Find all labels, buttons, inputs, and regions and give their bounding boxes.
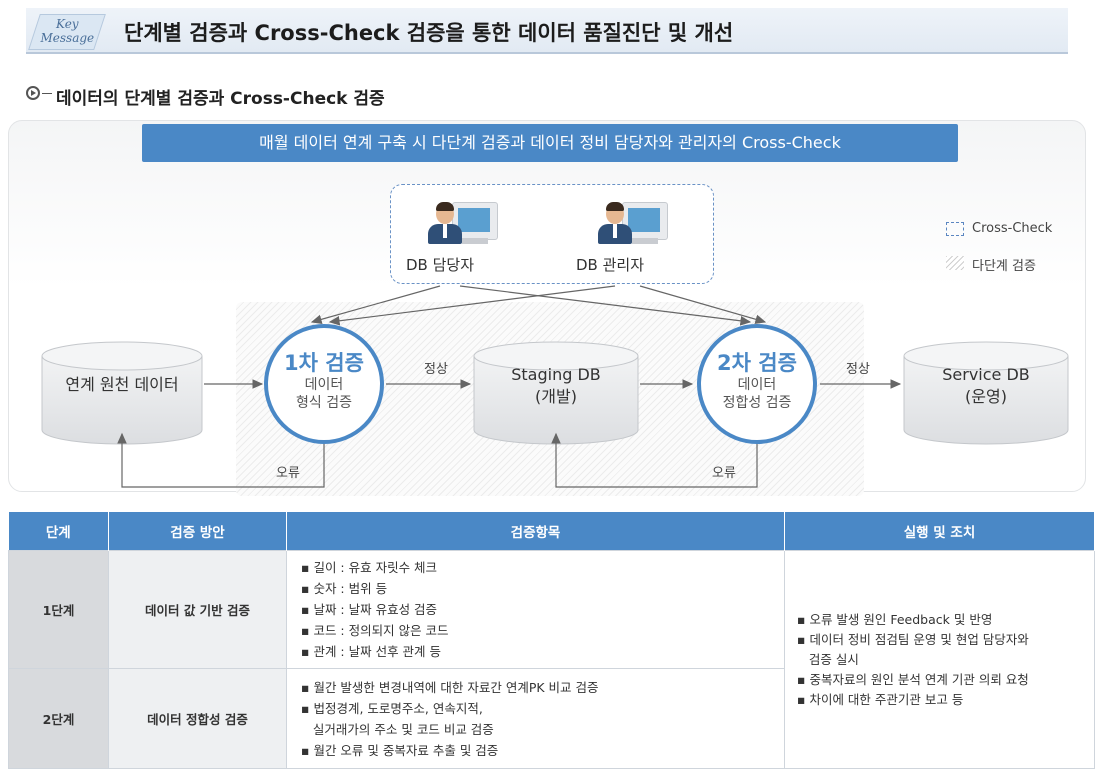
- staging-db-label: Staging DB: [511, 365, 601, 384]
- play-circle-icon: [26, 86, 40, 100]
- source-data-label: 연계 원천 데이터: [65, 375, 179, 394]
- first-check-line1: 데이터: [304, 377, 344, 393]
- header-step: 단계: [8, 512, 109, 551]
- legend-cross-check-label: Cross-Check: [972, 221, 1053, 236]
- items-cell: ▪ 월간 발생한 변경내역에 대한 자료간 연계PK 비교 검증 ▪ 법정경계,…: [286, 668, 785, 769]
- db-staff-icon: [428, 198, 504, 248]
- bullet-divider: [42, 93, 52, 94]
- key-label: Key: [56, 17, 79, 31]
- header-items: 검증항목: [286, 512, 785, 551]
- verification-table: 단계 검증 방안 검증항목 실행 및 조치 1단계 데이터 값 기반 검증 ▪ …: [8, 512, 1095, 769]
- list-item: ▪ 월간 오류 및 중복자료 추출 및 검증: [301, 742, 499, 758]
- list-item: 실거래가의 주소 및 코드 비교 검증: [301, 721, 494, 737]
- service-db-label: Service DB: [942, 365, 1030, 384]
- second-check-line1: 데이터: [737, 377, 777, 393]
- staging-db-sublabel: (개발): [535, 387, 577, 406]
- normal-label-2: 정상: [846, 362, 870, 377]
- legend-multi-step-label: 다단계 검증: [972, 259, 1036, 274]
- key-message-header: Key Message 단계별 검증과 Cross-Check 검증을 통한 데…: [26, 8, 1068, 54]
- second-check-line2: 정합성 검증: [722, 395, 792, 411]
- first-check-line2: 형식 검증: [296, 395, 352, 411]
- list-item: ▪ 관계 : 날짜 선후 관계 등: [301, 644, 442, 659]
- legend-cross-check-swatch: [946, 222, 964, 236]
- items-cell: ▪ 길이 : 유효 자릿수 체크 ▪ 숫자 : 범위 등 ▪ 날짜 : 날짜 유…: [286, 550, 785, 669]
- action-cell: ▪ 오류 발생 원인 Feedback 및 반영 ▪ 데이터 정비 점검팀 운영…: [784, 550, 1095, 769]
- section-title: 데이터의 단계별 검증과 Cross-Check 검증: [56, 89, 385, 109]
- db-staff-label: DB 담당자: [406, 256, 475, 274]
- step-cell: 1단계: [8, 550, 109, 669]
- legend-multi-step-swatch: [946, 256, 964, 270]
- header-action: 실행 및 조치: [784, 512, 1095, 551]
- list-item: ▪ 월간 발생한 변경내역에 대한 자료간 연계PK 비교 검증: [301, 679, 599, 695]
- list-item: ▪ 오류 발생 원인 Feedback 및 반영: [797, 611, 993, 627]
- first-check-title: 1차 검증: [284, 351, 364, 375]
- list-item: 검증 실시: [797, 651, 859, 667]
- list-item: ▪ 숫자 : 범위 등: [301, 581, 388, 596]
- page-title: 단계별 검증과 Cross-Check 검증을 통한 데이터 품질진단 및 개선: [124, 21, 734, 45]
- table-row: 2단계 데이터 정합성 검증 ▪ 월간 발생한 변경내역에 대한 자료간 연계P…: [8, 668, 1095, 769]
- table-row: 1단계 데이터 값 기반 검증 ▪ 길이 : 유효 자릿수 체크 ▪ 숫자 : …: [8, 550, 1095, 769]
- error-label-1: 오류: [276, 466, 300, 481]
- method-cell: 데이터 정합성 검증: [108, 668, 287, 769]
- error-label-2: 오류: [712, 466, 736, 481]
- db-admin-icon: [598, 198, 674, 248]
- list-item: ▪ 차이에 대한 주관기관 보고 등: [797, 691, 964, 707]
- normal-label-1: 정상: [424, 362, 448, 377]
- step-cell: 2단계: [8, 668, 109, 769]
- list-item: ▪ 날짜 : 날짜 유효성 검증: [301, 602, 438, 617]
- method-cell: 데이터 값 기반 검증: [108, 550, 287, 669]
- list-item: ▪ 코드 : 정의되지 않은 코드: [301, 623, 449, 638]
- list-item: ▪ 법정경계, 도로명주소, 연속지적,: [301, 700, 483, 716]
- message-label: Message: [40, 31, 95, 45]
- list-item: ▪ 길이 : 유효 자릿수 체크: [301, 560, 438, 575]
- second-check-title: 2차 검증: [717, 351, 797, 375]
- key-message-badge: Key Message: [28, 14, 106, 50]
- service-db-sublabel: (운영): [965, 387, 1007, 406]
- db-admin-label: DB 관리자: [576, 256, 645, 274]
- header-method: 검증 방안: [108, 512, 287, 551]
- table-header-row: 단계 검증 방안 검증항목 실행 및 조치: [8, 512, 1095, 551]
- list-item: ▪ 중복자료의 원인 분석 연계 기관 의뢰 요청: [797, 671, 1029, 687]
- diagram-banner: 매월 데이터 연계 구축 시 다단계 검증과 데이터 정비 담당자와 관리자의 …: [142, 124, 958, 162]
- list-item: ▪ 데이터 정비 점검팀 운영 및 현업 담당자와: [797, 631, 1029, 647]
